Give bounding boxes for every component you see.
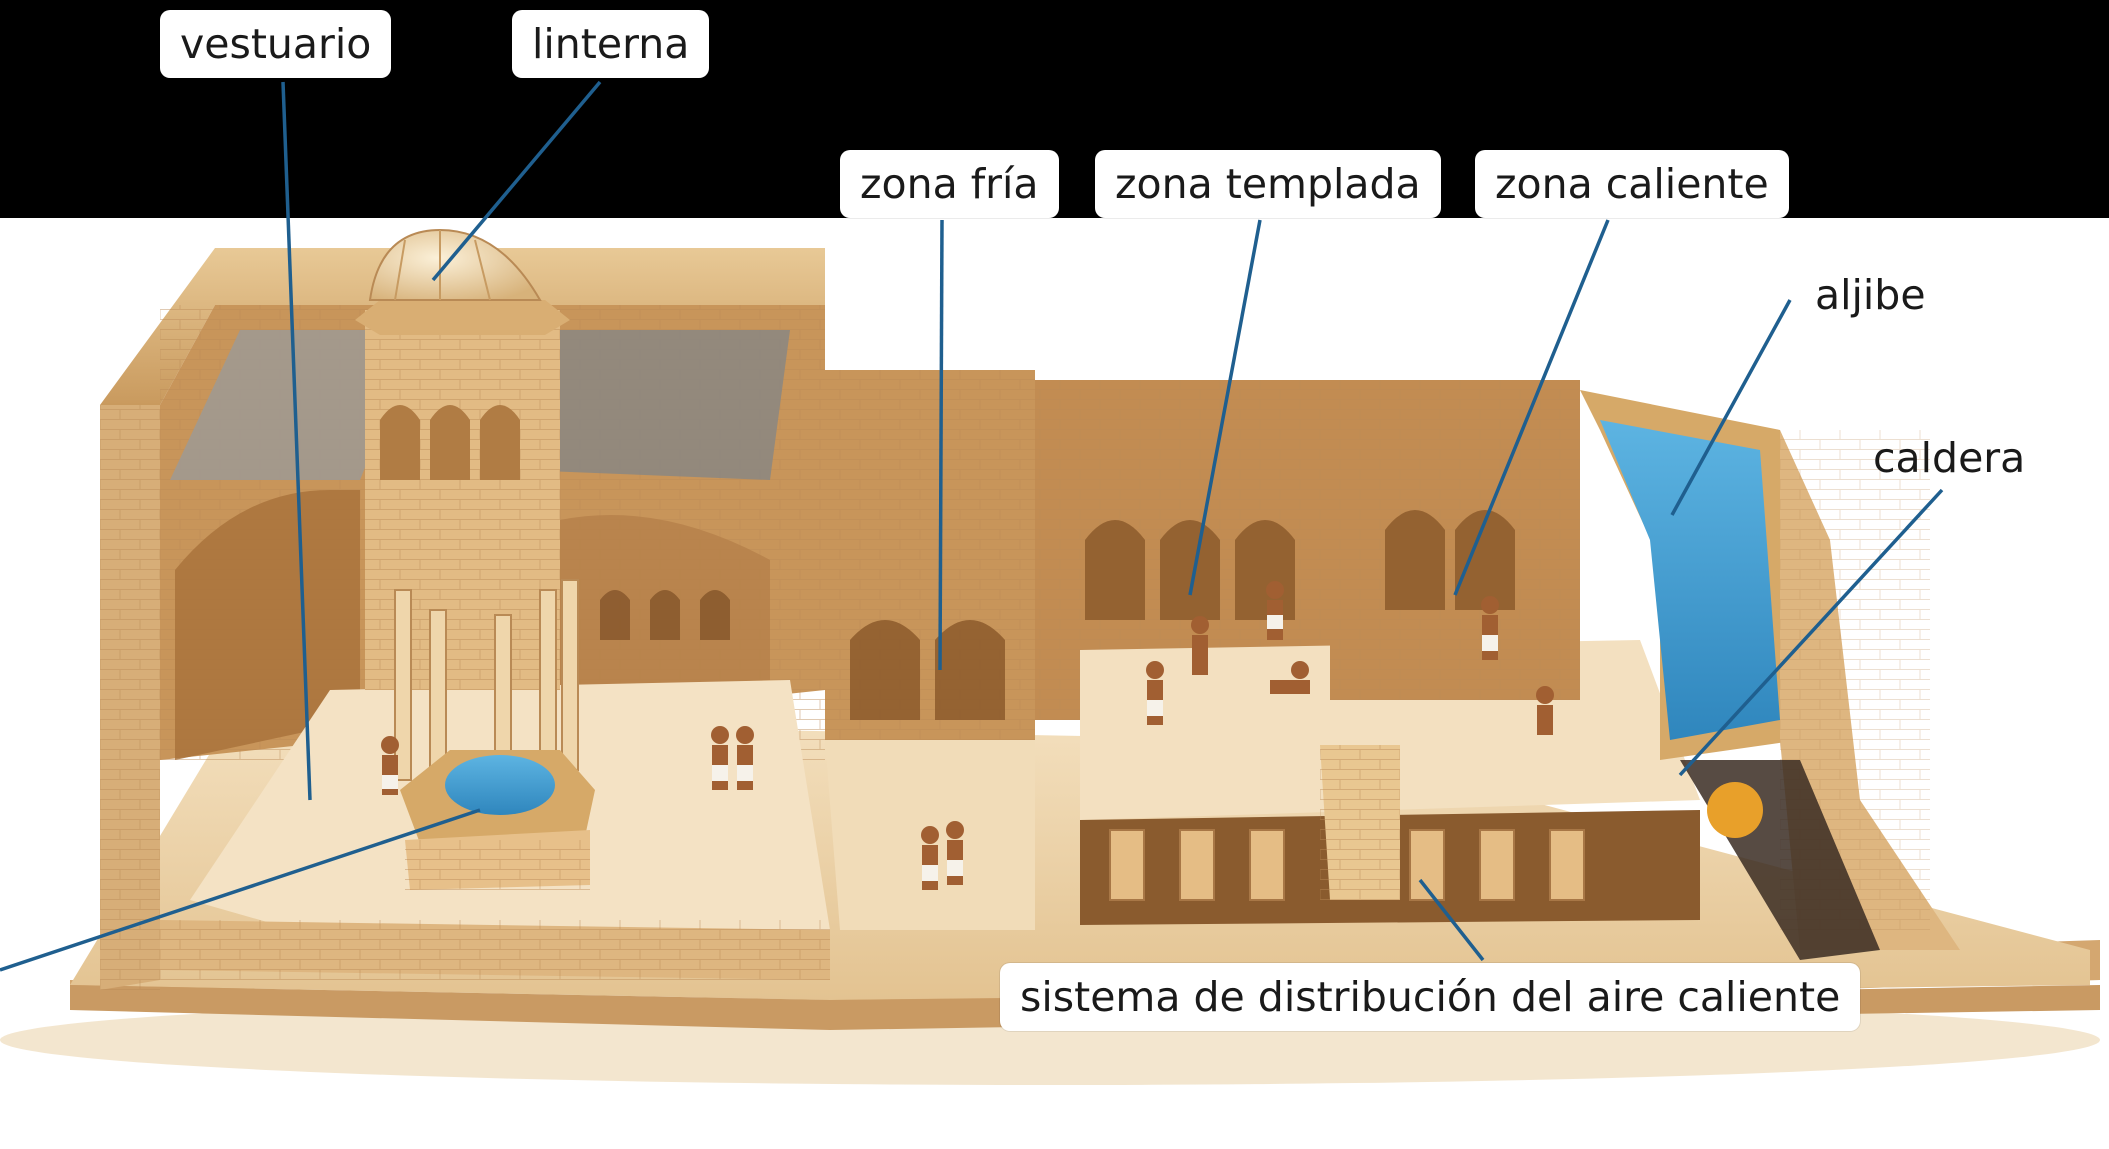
leader-sistema xyxy=(1418,878,1485,962)
leader-pool xyxy=(0,808,481,972)
leader-vestuario xyxy=(281,81,312,801)
bather-towels xyxy=(382,615,1498,881)
label-zona-templada: zona templada xyxy=(1095,150,1441,218)
tower-cornice xyxy=(355,300,570,335)
label-aljibe: aljibe xyxy=(1815,271,1926,319)
caldera-fire xyxy=(1707,782,1763,838)
leader-zona-fria xyxy=(938,219,944,671)
label-linterna: linterna xyxy=(512,10,710,78)
pool-columns xyxy=(394,579,579,806)
label-zona-caliente: zona caliente xyxy=(1475,150,1789,218)
leader-linterna xyxy=(431,80,602,282)
cold-arch-2 xyxy=(935,620,1005,720)
roof-opening-right xyxy=(520,330,790,480)
label-caldera: caldera xyxy=(1873,434,2026,482)
label-vestuario: vestuario xyxy=(160,10,392,78)
left-arcade xyxy=(175,490,360,760)
label-sistema: sistema de distribución del aire calient… xyxy=(1000,963,1861,1031)
dome xyxy=(368,228,542,301)
leader-lines xyxy=(0,80,1944,972)
tower-windows xyxy=(380,405,520,480)
aljibe-water xyxy=(1600,420,1780,740)
leader-caldera xyxy=(1678,488,1944,777)
hypocaust-pillars xyxy=(1109,829,1585,901)
left-roof-wall xyxy=(100,248,825,405)
label-zona-fria: zona fría xyxy=(840,150,1059,218)
leader-zona-templada xyxy=(1188,219,1262,596)
leader-zona-caliente xyxy=(1453,219,1610,596)
leader-aljibe xyxy=(1670,299,1792,516)
cold-arch-1 xyxy=(850,620,920,720)
pool-water xyxy=(445,755,555,815)
back-niches xyxy=(600,590,730,640)
